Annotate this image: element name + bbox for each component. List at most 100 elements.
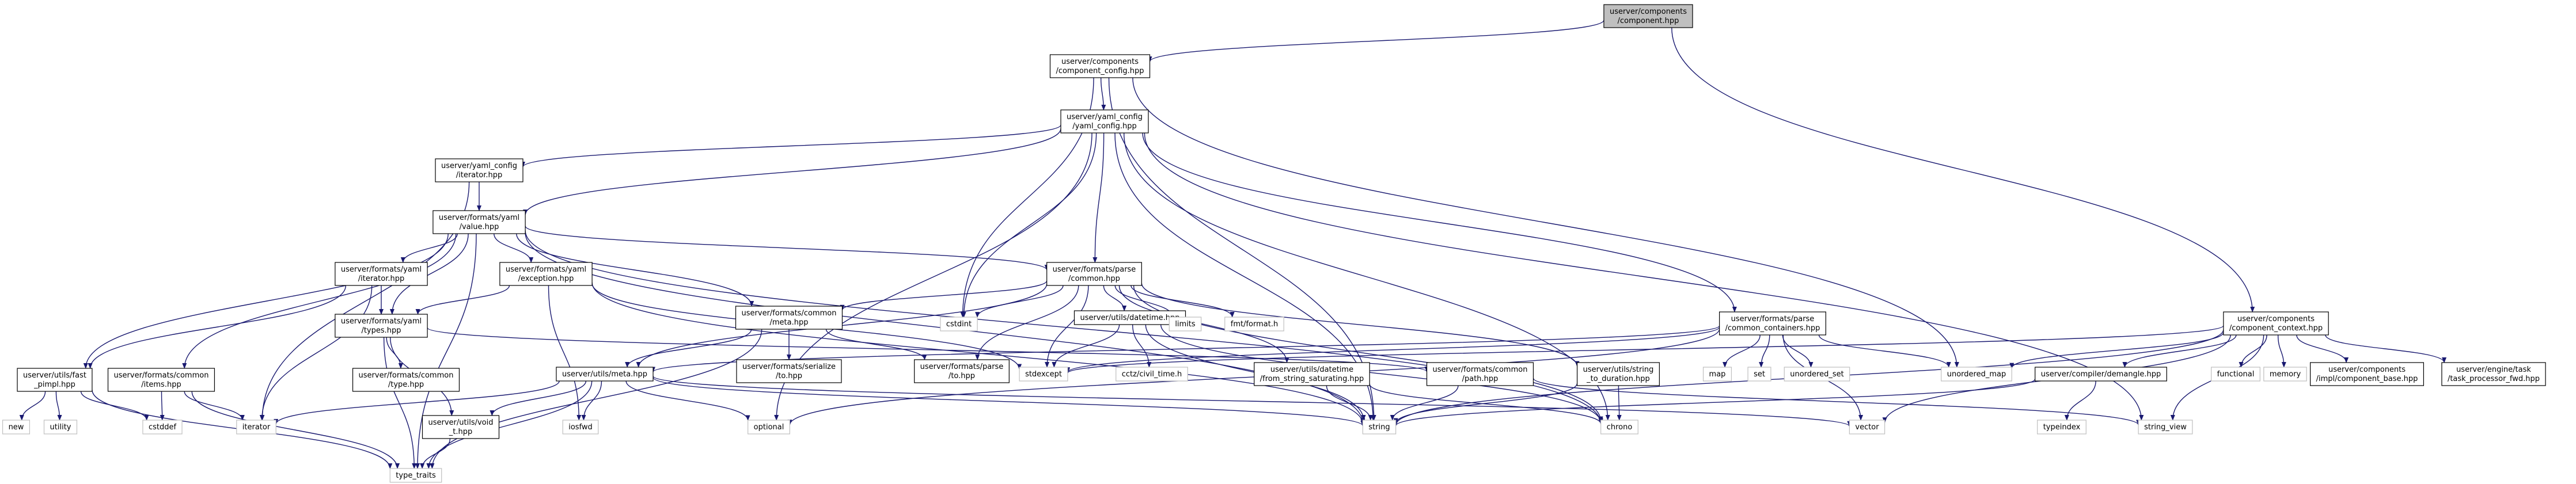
node-from-string-saturating[interactable]: userver/utils/datetime/from_string_satur… — [1254, 362, 1370, 386]
edge-yaml-value-to-fc-meta — [516, 233, 754, 307]
node-box — [236, 420, 276, 435]
edge-yaml-value-to-fy-types — [389, 233, 469, 315]
node-fc-path[interactable]: userver/formats/common/path.hpp — [1426, 362, 1534, 386]
node-fy-types[interactable]: userver/formats/yaml/types.hpp — [335, 314, 428, 338]
edge-parse-containers-to-utils-meta — [651, 325, 1720, 373]
node-box — [2211, 367, 2260, 382]
node-limits: limits — [1169, 317, 1202, 331]
node-box — [748, 420, 790, 435]
node-string-to-duration[interactable]: userver/utils/string_to_duration.hpp — [1576, 362, 1660, 386]
edge-yaml-config-to-parse-containers — [1142, 132, 1737, 312]
node-component-config[interactable]: userver/components/component_config.hpp — [1049, 54, 1151, 78]
node-utils-datetime[interactable]: userver/utils/datetime.hpp — [1073, 310, 1186, 325]
node-yaml-value[interactable]: userver/formats/yaml/value.hpp — [433, 210, 526, 234]
edge-utils-datetime-to-cctz — [1132, 324, 1152, 368]
node-box — [2138, 420, 2193, 435]
node-label: unordered_map — [1947, 370, 2006, 379]
node-label: functional — [2217, 370, 2255, 379]
node-serialize-to[interactable]: userver/formats/serialize/to.hpp — [736, 359, 842, 383]
node-yaml-config[interactable]: userver/yaml_config/yaml_config.hpp — [1060, 109, 1149, 134]
edge-fc-meta-to-parse-to — [825, 329, 927, 360]
node-box — [1784, 367, 1850, 382]
node-label: userver/yaml_config — [1067, 113, 1143, 121]
node-label: userver/utils/meta.hpp — [562, 370, 647, 379]
edge-parse-common-to-stdexcept — [1045, 285, 1089, 368]
node-label: userver/utils/datetime — [1270, 365, 1353, 374]
edge-parse-common-to-cstdint — [975, 285, 1064, 318]
node-fc-meta[interactable]: userver/formats/common/meta.hpp — [735, 306, 843, 330]
edge-compiler-demangle-to-string — [1393, 378, 2036, 426]
node-parse-common[interactable]: userver/formats/parse/common.hpp — [1046, 262, 1142, 286]
node-label: userver/components — [2328, 365, 2406, 374]
node-label: unordered_set — [1790, 370, 1843, 379]
node-label: userver/formats/serialize — [742, 363, 836, 371]
edge-component-context-to-compiler-demangle — [2122, 334, 2237, 368]
node-fc-type[interactable]: userver/formats/common/type.hpp — [352, 368, 460, 392]
node-label: /yaml_config.hpp — [1072, 122, 1136, 131]
node-box — [940, 317, 978, 331]
node-unordered-map: unordered_map — [1941, 367, 2012, 382]
edge-parse-containers-to-unordered-map — [1818, 334, 1951, 368]
node-box — [1224, 317, 1284, 331]
node-label: userver/formats/common — [742, 309, 837, 318]
node-utils-meta[interactable]: userver/utils/meta.hpp — [556, 367, 654, 382]
node-utils-void-t[interactable]: userver/utils/void_t.hpp — [422, 415, 500, 439]
node-box — [1576, 362, 1660, 386]
node-label: new — [9, 423, 24, 432]
node-fast-pimpl[interactable]: userver/utils/fast_pimpl.hpp — [17, 368, 93, 392]
node-label: type_traits — [396, 471, 436, 480]
edge-fast-pimpl-to-utility — [55, 391, 62, 421]
node-task-processor-fwd[interactable]: userver/engine/task/task_processor_fwd.h… — [2441, 362, 2546, 386]
node-box — [389, 468, 442, 483]
edge-fy-iterator-to-iterator — [259, 285, 373, 421]
node-label: /iterator.hpp — [358, 275, 404, 283]
node-fc-items[interactable]: userver/formats/common/items.hpp — [107, 368, 215, 392]
node-compiler-demangle[interactable]: userver/compiler/demangle.hpp — [2035, 367, 2167, 382]
node-label: userver/formats/yaml — [341, 317, 422, 326]
node-box — [562, 420, 599, 435]
node-string: string — [1362, 420, 1397, 435]
edge-yaml-config-to-string-view — [1144, 132, 2144, 421]
node-set: set — [1747, 367, 1771, 382]
node-type-traits: type_traits — [389, 468, 442, 483]
node-label: userver/utils/datetime.hpp — [1080, 314, 1179, 322]
node-box — [1941, 367, 2012, 382]
node-label: /path.hpp — [1462, 375, 1498, 383]
node-box — [435, 158, 523, 182]
node-label: optional — [754, 423, 784, 432]
node-label: cstddef — [149, 423, 177, 432]
node-component-context[interactable]: userver/components/component_context.hpp — [2223, 311, 2329, 336]
node-typeindex: typeindex — [2037, 420, 2086, 435]
node-parse-containers[interactable]: userver/formats/parse/common_containers.… — [1719, 311, 1826, 336]
edges-layer — [19, 20, 2447, 470]
edge-fc-items-to-cstddef — [160, 391, 165, 421]
node-box — [2309, 362, 2425, 386]
node-label: string — [1368, 423, 1390, 432]
node-component-base[interactable]: userver/components/impl/component_base.h… — [2309, 362, 2425, 386]
edge-component-context-to-component-base — [2296, 334, 2349, 363]
node-yaml-iterator[interactable]: userver/yaml_config/iterator.hpp — [435, 158, 523, 182]
edge-fast-pimpl-to-cstddef — [80, 391, 149, 421]
node-fy-exception[interactable]: userver/formats/yaml/exception.hpp — [499, 262, 593, 286]
node-box — [2037, 420, 2086, 435]
edge-parse-common-to-fc-meta — [840, 280, 1048, 311]
node-label: userver/utils/void — [428, 418, 494, 427]
node-label: /component.hpp — [1618, 17, 1679, 25]
node-box — [352, 368, 460, 392]
edge-parse-containers-to-stdexcept — [1065, 326, 1720, 374]
node-label: iosfwd — [568, 423, 593, 432]
node-label: cstdint — [946, 320, 972, 329]
node-label: map — [1709, 370, 1726, 379]
node-label: /impl/component_base.hpp — [2316, 375, 2418, 383]
node-vector: vector — [1849, 420, 1885, 435]
node-box — [499, 262, 593, 286]
node-label: userver/formats/common — [359, 371, 454, 380]
node-box — [1747, 367, 1771, 382]
edge-parse-containers-to-unordered-set — [1782, 334, 1814, 368]
node-component-hpp[interactable]: userver/components/component.hpp — [1603, 4, 1693, 28]
edge-yaml-value-to-type-traits — [415, 233, 477, 469]
node-label: userver/components — [1061, 58, 1139, 66]
node-fy-iterator[interactable]: userver/formats/yaml/iterator.hpp — [335, 262, 428, 286]
node-cctz: cctz/civil_time.h — [1116, 367, 1188, 382]
node-parse-to[interactable]: userver/formats/parse/to.hpp — [914, 359, 1010, 383]
